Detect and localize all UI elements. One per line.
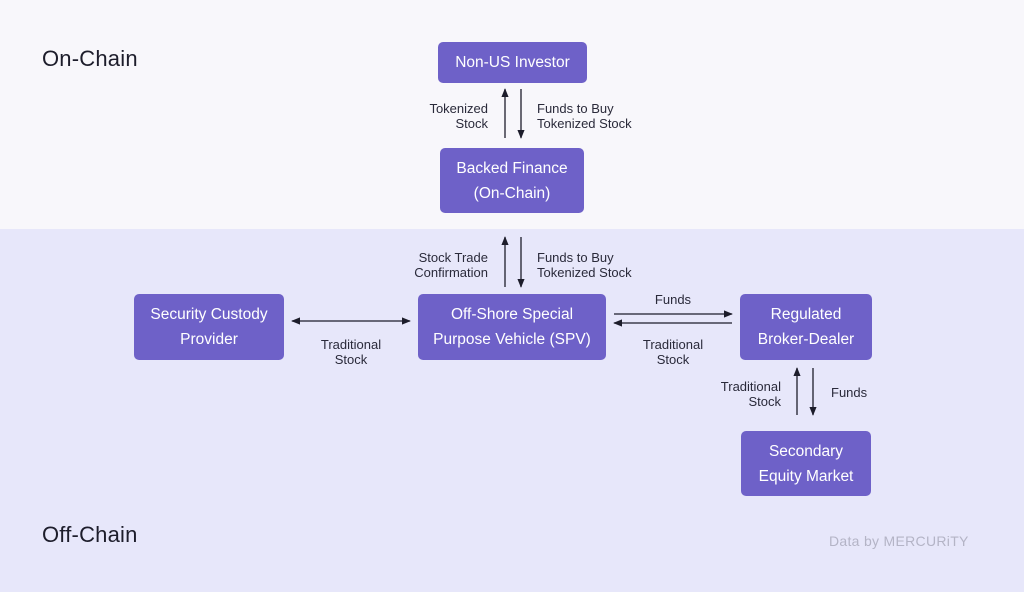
off-chain-zone xyxy=(0,229,1024,592)
node-backed-finance: Backed Finance (On-Chain) xyxy=(440,148,584,213)
node-secondary-market: Secondary Equity Market xyxy=(741,431,871,496)
off-chain-title: Off-Chain xyxy=(42,522,138,547)
watermark-credit: Data by MERCURiTY xyxy=(829,533,969,549)
node-security-custody: Security Custody Provider xyxy=(134,294,284,360)
node-sublabel: Equity Market xyxy=(758,467,854,485)
node-label: Off-Shore Special xyxy=(450,306,574,323)
node-label: Non-US Investor xyxy=(455,54,570,71)
node-label: Backed Finance xyxy=(456,159,568,177)
node-label: Secondary xyxy=(768,442,844,460)
label-funds-spv-broker: Funds xyxy=(654,292,692,307)
node-label: Security Custody xyxy=(150,306,268,323)
label-funds-market: Funds xyxy=(831,385,868,400)
on-chain-title: On-Chain xyxy=(42,46,138,71)
node-sublabel: (On-Chain) xyxy=(473,184,551,202)
node-sublabel: Provider xyxy=(180,331,238,348)
node-spv: Off-Shore Special Purpose Vehicle (SPV) xyxy=(418,294,606,360)
node-sublabel: Purpose Vehicle (SPV) xyxy=(433,331,591,348)
node-label: Regulated xyxy=(770,306,842,323)
node-non-us-investor: Non-US Investor xyxy=(438,42,587,83)
node-broker-dealer: Regulated Broker-Dealer xyxy=(740,294,872,360)
node-sublabel: Broker-Dealer xyxy=(757,331,855,348)
